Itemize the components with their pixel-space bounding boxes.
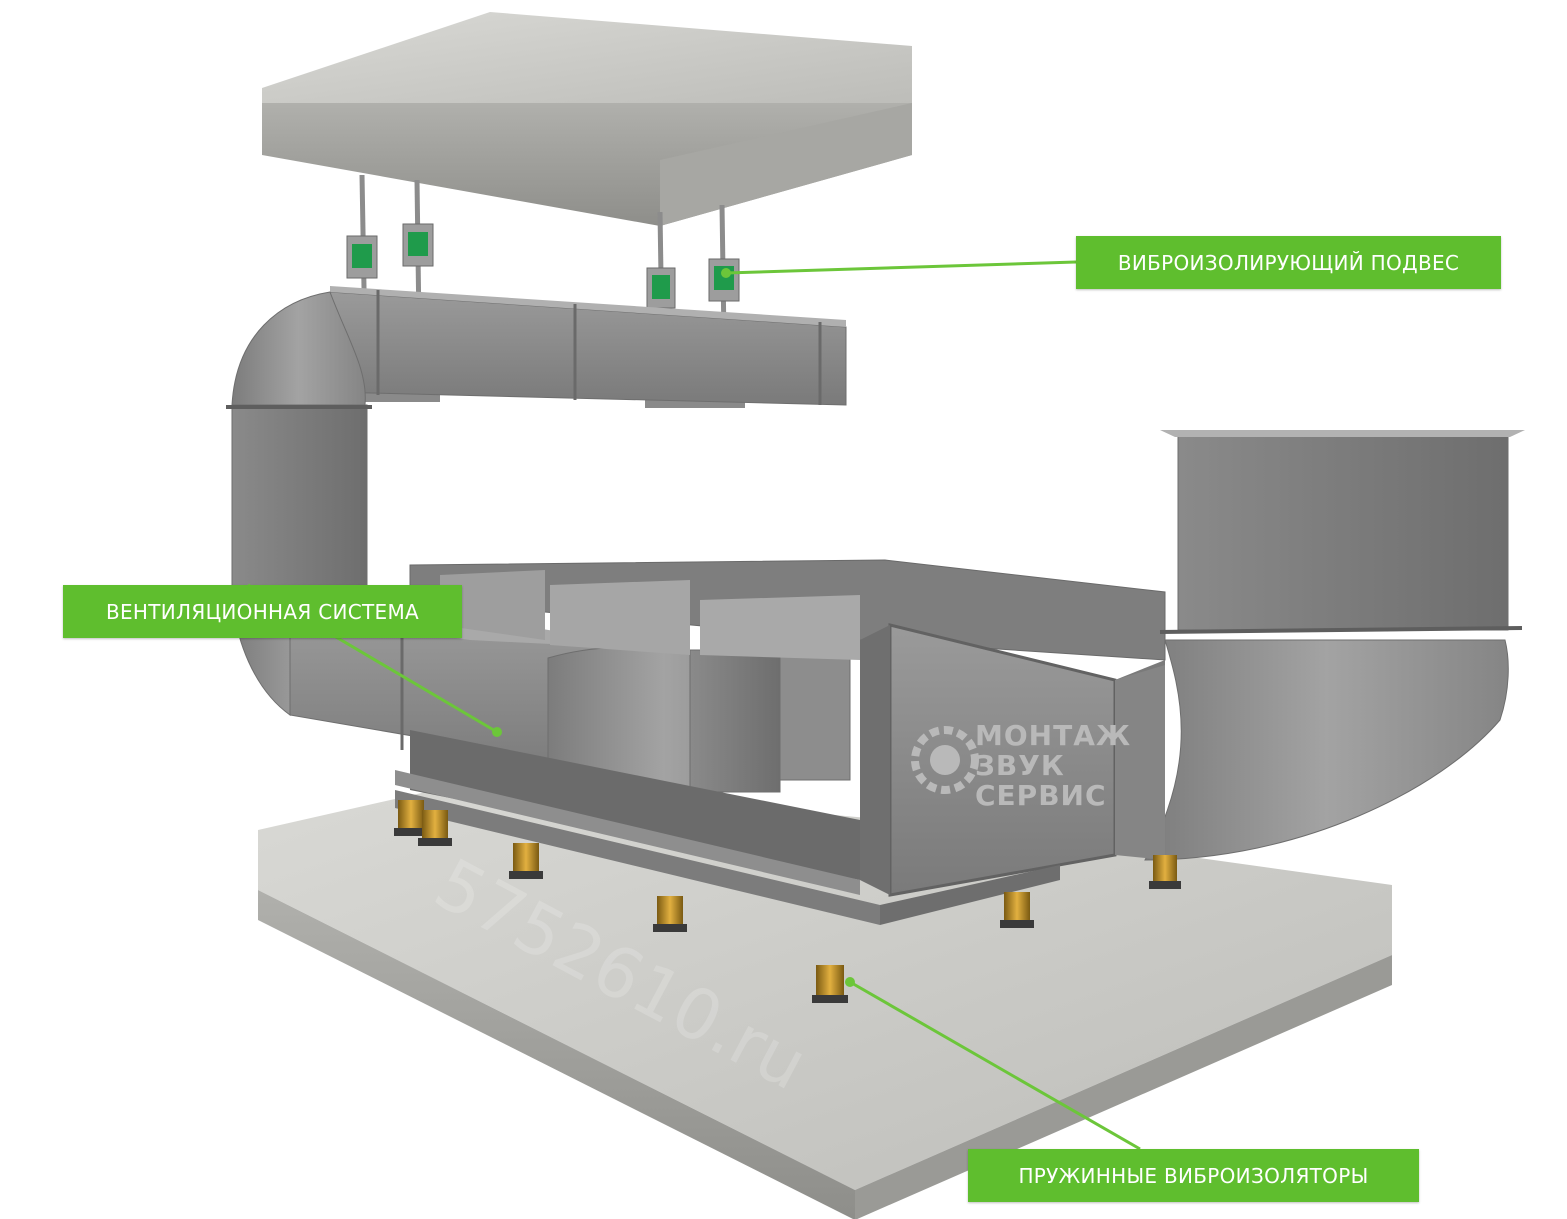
company-logo: МОНТАЖ ЗВУК СЕРВИС: [911, 719, 1131, 812]
callout-ventilation-system: ВЕНТИЛЯЦИОННАЯ СИСТЕМА: [63, 585, 462, 638]
vibration-hangers: [346, 174, 745, 408]
ceiling-slab: [262, 12, 912, 226]
logo-line-1: МОНТАЖ: [975, 719, 1131, 752]
gear-icon: [911, 726, 979, 794]
callout-spring-isolators: ПРУЖИННЫЕ ВИБРОИЗОЛЯТОРЫ: [968, 1149, 1419, 1202]
spring-isolator: [653, 896, 687, 932]
lower-left-duct: [289, 614, 851, 801]
spring-isolator: [418, 810, 452, 846]
spring-isolators: [394, 800, 1181, 1003]
hanger-isolator: [346, 235, 378, 279]
logo-line-3: СЕРВИС: [975, 779, 1107, 812]
logo-line-2: ЗВУК: [975, 749, 1065, 782]
spring-isolator: [394, 800, 428, 836]
hanger-isolator: [646, 267, 676, 309]
spring-isolator: [1149, 855, 1181, 889]
callout-vibration-hanger: ВИБРОИЗОЛИРУЮЩИЙ ПОДВЕС: [1076, 236, 1501, 289]
base-frame: [395, 770, 1060, 925]
spring-isolator: [1000, 892, 1034, 928]
right-riser: [1115, 430, 1525, 861]
hanger-isolator: [708, 258, 740, 302]
spring-isolator: [509, 843, 543, 879]
hanger-isolator: [402, 223, 434, 267]
upper-duct: [329, 286, 847, 406]
spring-isolator: [812, 965, 848, 1003]
